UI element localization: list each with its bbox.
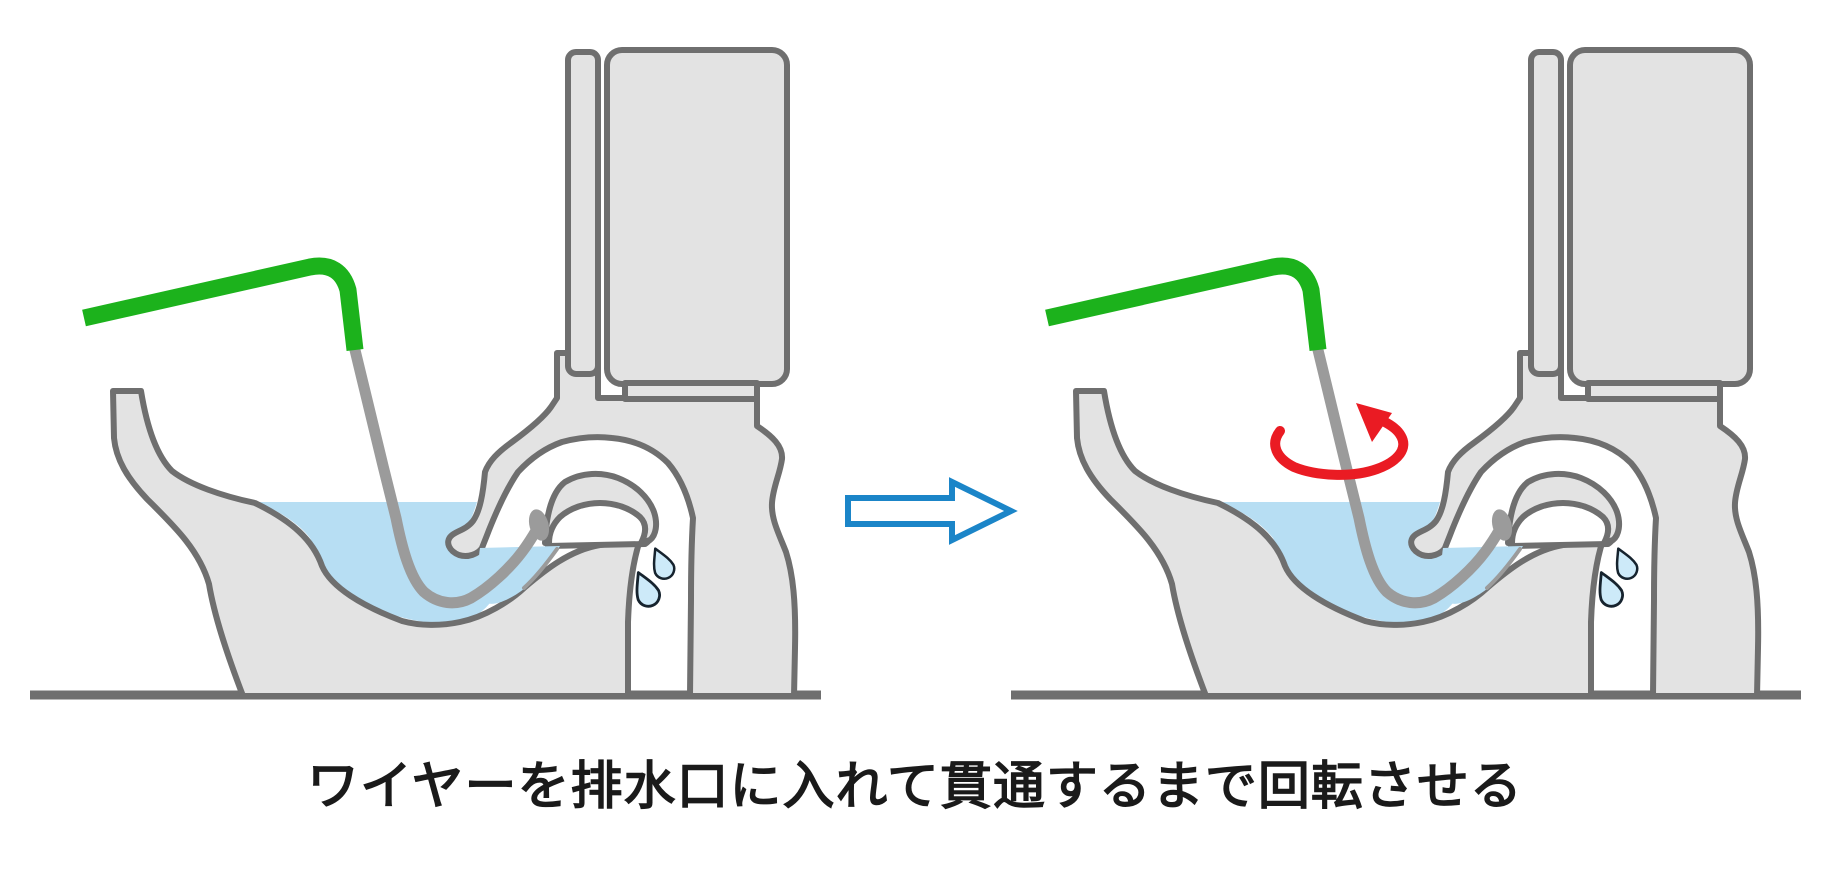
right-arrow-icon (845, 477, 1018, 545)
rotation-arrowhead (1356, 403, 1392, 442)
rotation-arc (1270, 416, 1409, 480)
rotation-arrow-icon (1270, 403, 1409, 480)
toilet-illustration-right (1047, 50, 1758, 696)
toilet-illustration-left (84, 50, 795, 696)
caption-text: ワイヤーを排水口に入れて貫通するまで回転させる (307, 758, 1523, 816)
